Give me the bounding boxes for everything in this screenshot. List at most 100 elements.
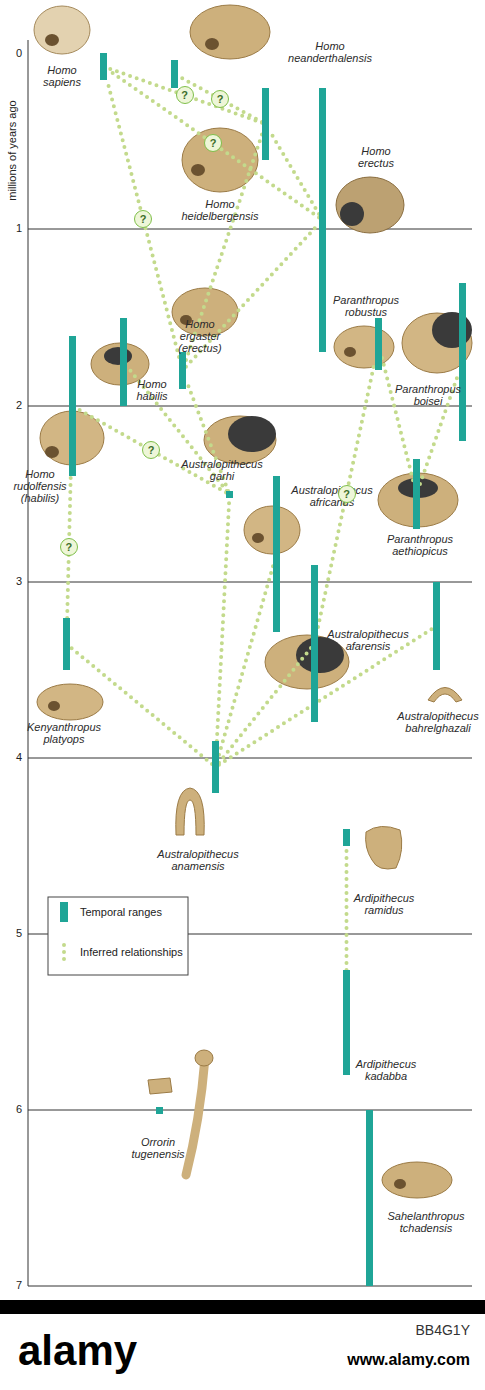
footer-band [0,1300,485,1314]
axis-tick-label: 6 [2,1103,22,1116]
fossil-fragment [148,1078,172,1094]
temporal-range-bar: Australopithecus afarensis [311,565,318,722]
temporal-range-bar: Ardipithecus kadabba [343,970,350,1075]
temporal-range-bar: Homo sapiens [100,53,107,80]
inferred-relationship [219,628,433,765]
species-name: Homo erectus [346,145,406,169]
uncertainty-marker: ? [176,86,194,104]
inferred-relationship [269,130,319,214]
inferred-relationship [70,647,212,764]
skull-illustration [334,326,394,368]
temporal-range-bar: Australopithecus garhi [226,491,233,498]
skull-illustration [394,1179,406,1189]
species-name: Homo rudolfensis (habilis) [8,468,72,504]
inferred-relationship [107,69,319,218]
temporal-range-bar: Homo neanderthalensis [171,60,178,88]
skull-illustration [265,635,349,689]
temporal-range-bar: Homo heidelbergensis [262,88,269,160]
temporal-range-bar: Paranthropus robustus [375,318,382,370]
skull-illustration [190,5,270,59]
inferred-relationship [219,566,273,755]
legend-swatch [60,902,68,922]
legend-text: Temporal ranges [80,906,162,918]
uncertainty-marker: ? [211,90,229,108]
grid-line [28,406,472,407]
species-name: Australopithecus bahrelghazali [394,710,482,734]
legend-dotted-sample [62,945,66,965]
species-name: Ardipithecus ramidus [339,892,429,916]
species-name: Australopithecus garhi [177,458,267,482]
temporal-range-bar: Ardipithecus ramidus [343,829,350,846]
temporal-range-bar: Paranthropus aethiopicus [413,459,420,529]
inferred-relationship [107,80,179,357]
species-name: Australopithecus anamensis [148,848,248,872]
axis-tick-label: 0 [2,47,22,60]
species-name: Homo ergaster (erectus) [172,318,228,354]
species-name: Paranthropus aethiopicus [370,533,470,557]
axis-tick-label: 4 [2,751,22,764]
species-name: Australopithecus afarensis [318,628,418,652]
skull-illustration [244,506,300,554]
temporal-range-bar: Homo ergaster (erectus) [179,352,186,389]
temporal-range-bar: Orrorin tugenensis [156,1107,163,1114]
grid-line [28,1110,472,1111]
skull-illustration [34,6,90,54]
species-name: Ardipithecus kadabba [341,1058,431,1082]
grid-line [28,229,472,230]
axis-tick-label: 1 [2,222,22,235]
species-name: Sahelanthropus tchadensis [376,1210,476,1234]
grid-line [28,582,472,583]
species-name: Kenyanthropus platyops [19,721,109,745]
temporal-range-bar: Australopithecus bahrelghazali [433,582,440,670]
temporal-range-bar: Australopithecus anamensis [212,741,219,793]
jaw-fossil [176,788,204,835]
uncertainty-marker: ? [338,485,356,503]
axis-tick-label: 5 [2,927,22,940]
species-name: Homo sapiens [32,64,92,88]
skull-illustration [45,34,59,46]
fossil-fragment [366,826,402,869]
skull-illustration [344,347,356,357]
skull-illustration [340,202,364,226]
temporal-range-bar: Homo habilis [120,318,127,406]
watermark: www.alamy.com [300,1350,470,1369]
skull-illustration [296,637,344,673]
skull-illustration [45,446,59,458]
grid-line [28,1286,472,1287]
species-name: Paranthropus robustus [321,294,411,318]
skull-illustration [432,312,472,348]
temporal-range-bar: Sahelanthropus tchadensis [366,1110,373,1286]
species-name: Homo habilis [127,378,177,402]
species-name: Orrorin tugenensis [123,1136,193,1160]
skull-illustration [228,416,276,452]
temporal-range-bar: Kenyanthropus platyops [63,618,70,670]
temporal-range-bar: Homo erectus [319,88,326,352]
species-name: Paranthropus boisei [388,383,468,407]
inferred-relationship [217,498,229,741]
skull-illustration [191,164,205,176]
watermark: alamy [18,1326,218,1376]
axis-tick-label: 7 [2,1279,22,1292]
skull-illustration [252,533,264,543]
femur-fossil [195,1050,213,1066]
species-name: Australopithecus africanus [282,484,382,508]
inferred-relationship [219,648,311,763]
uncertainty-marker: ? [142,441,160,459]
uncertainty-marker: ? [134,210,152,228]
skull-illustration [37,684,103,720]
grid-line [28,758,472,759]
legend-frame [48,897,188,975]
inferred-relationship [382,358,413,480]
femur-fossil [186,1058,205,1175]
uncertainty-marker: ? [60,538,78,556]
species-name: Homo heidelbergensis [170,198,270,222]
inferred-relationship [107,68,262,123]
legend-text: Inferred relationships [80,946,183,958]
skull-illustration [382,1162,452,1198]
temporal-range-bar: Paranthropus boisei [459,283,466,441]
temporal-range-bar: Australopithecus africanus [273,476,280,632]
skull-illustration [104,347,132,365]
time-axis [28,40,29,1286]
